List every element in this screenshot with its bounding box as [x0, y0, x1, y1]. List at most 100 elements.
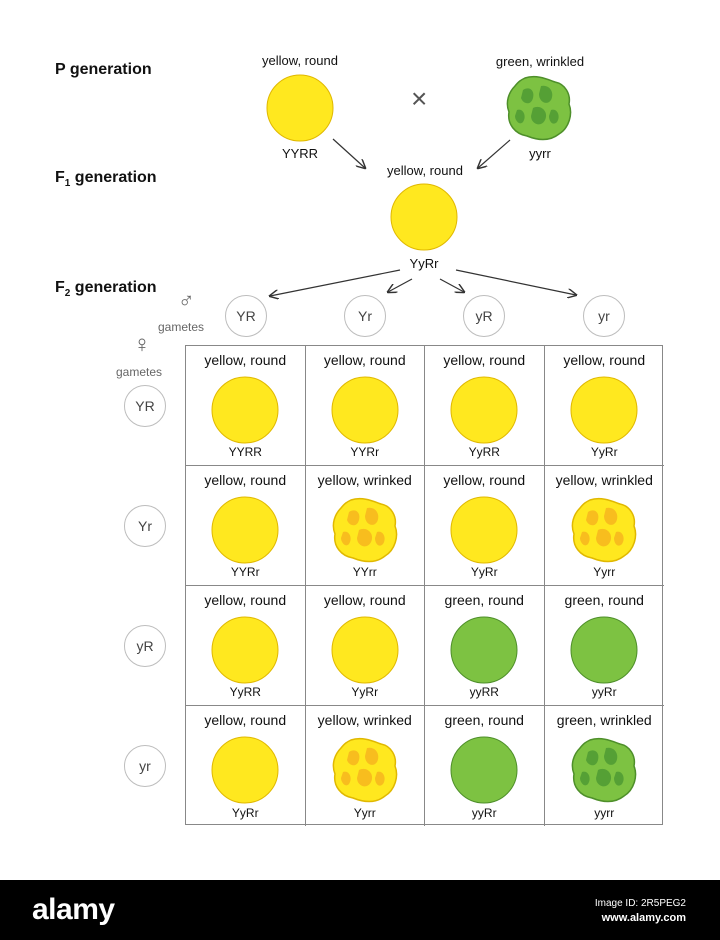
- cell-phenotype: yellow, round: [443, 472, 526, 488]
- parent-1-phenotype: yellow, round: [262, 53, 338, 68]
- cell-genotype: yyRr: [471, 806, 497, 820]
- cell-genotype: YYRr: [350, 445, 380, 459]
- cell-genotype: YYrr: [352, 565, 377, 579]
- arrow-p2-to-f1: [478, 139, 511, 168]
- watermark-footer: [0, 880, 720, 940]
- cell-phenotype: green, wrinkled: [556, 712, 652, 728]
- pea-yellow-round: [331, 376, 398, 444]
- female-gamete-3: yR: [124, 625, 166, 667]
- f2-generation-label: F2 generation: [55, 279, 157, 300]
- cell-genotype: YYRR: [228, 445, 262, 459]
- female-symbol: ♀: [133, 331, 151, 358]
- parent-2-pea: [506, 75, 572, 141]
- female-gamete-2: Yr: [124, 505, 166, 547]
- image-id-block: Image ID: 2R5PEG2 www.alamy.com: [595, 897, 686, 925]
- p-generation-label: P generation: [55, 61, 152, 78]
- cell-genotype: YyRr: [470, 565, 498, 579]
- f1-pea: [390, 183, 458, 251]
- pea-yellow-round: [450, 376, 518, 444]
- female-gamete-1: YR: [124, 385, 166, 427]
- cell-genotype: yyRr: [591, 685, 617, 699]
- cell-phenotype: green, round: [444, 592, 524, 608]
- pea-yellow-round: [211, 616, 279, 684]
- cell-phenotype: yellow, wrinked: [317, 712, 412, 728]
- arrows-layer: [0, 138, 720, 340]
- cell-phenotype: yellow, round: [204, 592, 287, 608]
- pea-yellow-wrinkled: [571, 497, 636, 563]
- cell-genotype: yyrr: [594, 806, 615, 820]
- pea-yellow-round: [570, 376, 637, 444]
- arrow-f1-to-gamete-yr-upper: [270, 269, 401, 296]
- cell-genotype: YyRr: [590, 445, 618, 459]
- cell-phenotype: yellow, round: [204, 352, 287, 368]
- pea-green-round: [450, 736, 518, 804]
- cell-genotype: Yyrr: [593, 565, 616, 579]
- parent-2-phenotype: green, wrinkled: [495, 54, 585, 69]
- pea-yellow-wrinkled: [332, 497, 397, 563]
- male-gamete-2: Yr: [344, 295, 386, 337]
- cell-genotype: YyRR: [468, 445, 500, 459]
- brand-logo: alamy: [32, 893, 115, 926]
- cell-genotype: YyRr: [351, 685, 379, 699]
- cell-genotype: yyRR: [469, 685, 499, 699]
- pea-yellow-round: [331, 616, 398, 684]
- arrow-f1-to-gamete-yr3: [439, 278, 464, 292]
- punnett-cell-r3-c3: green, round yyRR: [425, 586, 545, 706]
- pea-yellow-round: [211, 376, 279, 444]
- image-url: www.alamy.com: [601, 912, 686, 924]
- male-gametes-label: gametes: [158, 320, 205, 334]
- cell-genotype: YYRr: [230, 565, 260, 579]
- female-gametes-label: gametes: [116, 365, 163, 379]
- arrow-f1-to-gamete-yr4: [455, 269, 576, 295]
- cell-phenotype: yellow, round: [323, 352, 406, 368]
- male-symbol: ♂: [178, 288, 195, 313]
- cell-phenotype: yellow, round: [323, 592, 406, 608]
- punnett-cell-r4-c3: green, round yyRr: [425, 706, 545, 826]
- pea-yellow-round: [450, 496, 518, 564]
- male-gamete-4: yr: [583, 295, 625, 337]
- parent-2-genotype: yyrr: [529, 146, 551, 161]
- punnett-cell-r3-c4: green, round yyRr: [544, 586, 664, 706]
- male-gamete-1: YR: [225, 295, 267, 337]
- cell-phenotype: yellow, wrinked: [317, 472, 412, 488]
- cell-phenotype: yellow, round: [204, 712, 287, 728]
- cell-phenotype: green, round: [444, 712, 524, 728]
- arrow-f1-to-gamete-yr2: [388, 278, 413, 292]
- punnett-cell-r4-c4: green, wrinkled yyrr: [545, 706, 665, 826]
- cell-phenotype: yellow, wrinkled: [555, 472, 653, 488]
- cell-phenotype: yellow, round: [204, 472, 287, 488]
- cell-phenotype: yellow, round: [443, 352, 526, 368]
- pea-yellow-round: [211, 736, 279, 804]
- cell-genotype: YyRr: [231, 806, 259, 820]
- pea-yellow-round: [211, 496, 279, 564]
- parent-1-genotype: YYRR: [281, 146, 319, 161]
- f1-phenotype: yellow, round: [387, 163, 463, 178]
- pea-green-round: [570, 616, 637, 684]
- cross-symbol: ×: [411, 83, 428, 114]
- male-gamete-3: yR: [463, 295, 505, 337]
- image-id: Image ID: 2R5PEG2: [594, 898, 686, 909]
- pea-green-wrinkled: [571, 737, 636, 803]
- arrow-p1-to-f1: [332, 138, 365, 168]
- cell-genotype: YyRR: [229, 685, 261, 699]
- pea-green-round: [450, 616, 518, 684]
- cell-phenotype: green, round: [564, 592, 644, 608]
- cell-genotype: Yyrr: [353, 806, 376, 820]
- cell-phenotype: yellow, round: [563, 352, 646, 368]
- f1-generation-label: F1 generation: [55, 169, 157, 190]
- female-gamete-4: yr: [124, 745, 166, 787]
- pea-yellow-wrinkled: [332, 737, 397, 803]
